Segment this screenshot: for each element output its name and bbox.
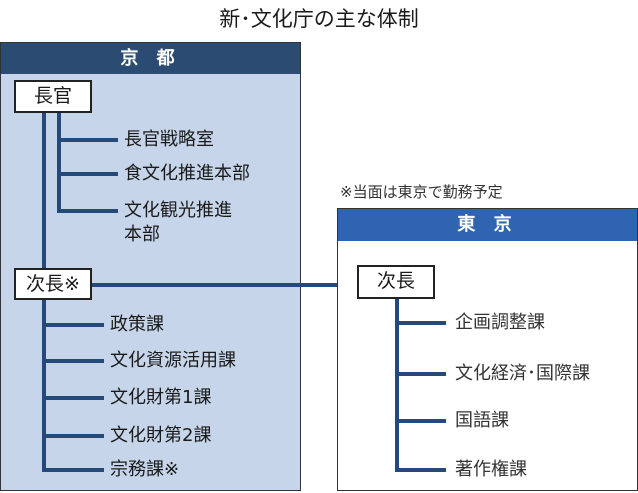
tokyo-trunk xyxy=(395,298,399,472)
division-label: 宗務課※ xyxy=(110,459,180,480)
diagram-title: 新･文化庁の主な体制 xyxy=(219,7,419,31)
division-label: 文化資源活用課 xyxy=(110,350,236,371)
branch-line xyxy=(42,468,104,472)
division-label: 企画調整課 xyxy=(455,312,545,333)
branch-line xyxy=(395,468,446,472)
branch-line xyxy=(395,419,446,423)
branch-line xyxy=(57,138,118,142)
unit-label: 文化観光推進 xyxy=(124,200,232,221)
deputy-box-kyoto: 次長※ xyxy=(14,268,92,300)
commissioner-box: 長官 xyxy=(14,80,92,113)
branch-line xyxy=(395,321,446,325)
division-label: 文化財第1課 xyxy=(110,387,212,408)
branch-line xyxy=(395,372,446,376)
division-label: 政策課 xyxy=(110,314,164,335)
branch-line xyxy=(57,209,118,213)
tokyo-note: ※当面は東京で勤務予定 xyxy=(340,183,503,201)
kyoto-header: 京 都 xyxy=(1,43,300,74)
division-label: 文化経済･国際課 xyxy=(455,363,590,384)
branch-line xyxy=(42,359,104,363)
branch-line xyxy=(42,323,104,327)
tokyo-panel: 東 京 xyxy=(337,208,638,491)
unit-label: 食文化推進本部 xyxy=(124,163,250,184)
unit-label: 本部 xyxy=(124,224,160,245)
kyoto-tokyo-connector xyxy=(91,283,359,287)
kyoto-sub-trunk xyxy=(57,112,61,213)
unit-label: 長官戦略室 xyxy=(124,129,214,150)
division-label: 文化財第2課 xyxy=(110,425,212,446)
deputy-box-tokyo: 次長 xyxy=(357,265,435,299)
branch-line xyxy=(42,434,104,438)
tokyo-header: 東 京 xyxy=(338,209,637,241)
division-label: 国語課 xyxy=(455,410,509,431)
branch-line xyxy=(42,396,104,400)
division-label: 著作権課 xyxy=(455,459,527,480)
kyoto-panel: 京 都 xyxy=(0,42,301,491)
branch-line xyxy=(57,172,118,176)
